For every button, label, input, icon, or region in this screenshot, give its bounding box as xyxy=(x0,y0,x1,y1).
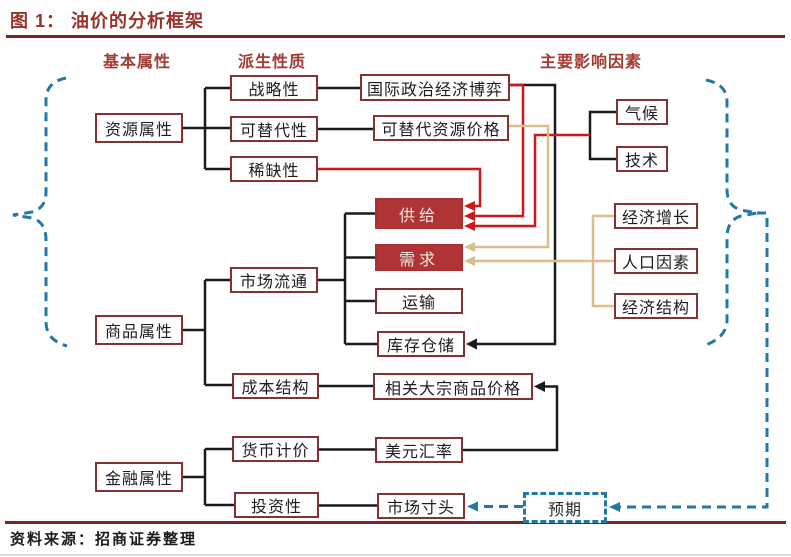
node-currency-pricing: 货币计价 xyxy=(232,436,319,462)
node-technology: 技术 xyxy=(616,146,668,172)
black-arrowheads xyxy=(466,338,545,392)
arrowhead-into-demand-2 xyxy=(464,256,475,266)
right-brace xyxy=(702,78,758,348)
blue-arrowheads xyxy=(467,501,620,512)
node-related-commodity-prices: 相关大宗商品价格 xyxy=(373,373,533,400)
arrowhead-into-position xyxy=(467,501,478,512)
arrowhead-into-inventory xyxy=(466,338,477,350)
arrowhead-into-demand-1 xyxy=(464,242,475,252)
node-investment: 投资性 xyxy=(234,492,319,518)
node-economic-growth: 经济增长 xyxy=(614,203,698,229)
left-brace xyxy=(12,76,68,348)
node-market-positions: 市场寸头 xyxy=(377,493,465,519)
node-demand: 需求 xyxy=(375,244,463,271)
node-market-circulation: 市场流通 xyxy=(230,267,318,293)
node-substitutable: 可替代性 xyxy=(230,116,318,142)
edge-usd-to-related xyxy=(463,385,559,452)
figure-title: 图 1： 油价的分析框架 xyxy=(10,11,205,31)
edge-climate-tech-to-supply xyxy=(475,133,590,228)
edge-scarcity-to-supply xyxy=(318,167,482,208)
node-supply: 供给 xyxy=(375,198,463,229)
edge-factors-to-expectation xyxy=(614,211,769,509)
source-note: 资料来源：招商证券整理 xyxy=(10,531,198,548)
tan-arrowheads xyxy=(464,242,475,266)
red-edges xyxy=(318,83,590,228)
tan-edges xyxy=(475,124,614,308)
bracket-climate-tech xyxy=(588,110,616,161)
arrowhead-into-expectation xyxy=(609,502,620,512)
column-header-basic-attributes: 基本属性 xyxy=(103,54,172,71)
node-resource-attribute: 资源属性 xyxy=(95,113,183,143)
node-inventory-storage: 库存仓储 xyxy=(377,331,465,357)
edge-altprice-to-demand xyxy=(475,124,550,249)
node-cost-structure: 成本结构 xyxy=(232,373,319,399)
node-financial-attribute: 金融属性 xyxy=(95,462,183,492)
black-edges xyxy=(183,83,616,507)
page-bottom-edge xyxy=(0,554,791,556)
node-population-factor: 人口因素 xyxy=(614,248,698,274)
arrowhead-into-related xyxy=(534,381,545,392)
bottom-rule xyxy=(5,521,786,524)
top-rule xyxy=(6,35,785,38)
node-climate: 气候 xyxy=(616,99,668,125)
node-economic-structure: 经济结构 xyxy=(614,293,698,319)
node-transport: 运输 xyxy=(375,288,463,314)
blue-dashed-edges xyxy=(12,76,769,509)
node-geopolitics-game: 国际政治经济博弈 xyxy=(360,74,510,101)
edge-geopolitics-to-supply xyxy=(475,83,525,218)
red-arrowheads xyxy=(464,201,475,231)
node-scarcity: 稀缺性 xyxy=(230,156,318,182)
node-expectation: 预期 xyxy=(523,492,607,523)
arrowhead-into-supply-3 xyxy=(464,221,475,231)
node-usd-exchange-rate: 美元汇率 xyxy=(375,437,463,463)
arrowhead-into-supply-1 xyxy=(464,201,475,211)
node-commodity-attribute: 商品属性 xyxy=(95,315,183,345)
column-header-derived-properties: 派生性质 xyxy=(238,54,307,71)
node-strategic: 战略性 xyxy=(230,75,318,101)
arrowhead-into-supply-2 xyxy=(464,211,475,221)
column-header-main-factors: 主要影响因素 xyxy=(540,54,643,71)
edge-geopolitics-to-inventory xyxy=(477,83,557,346)
node-alternative-resource-price: 可替代资源价格 xyxy=(373,115,509,141)
